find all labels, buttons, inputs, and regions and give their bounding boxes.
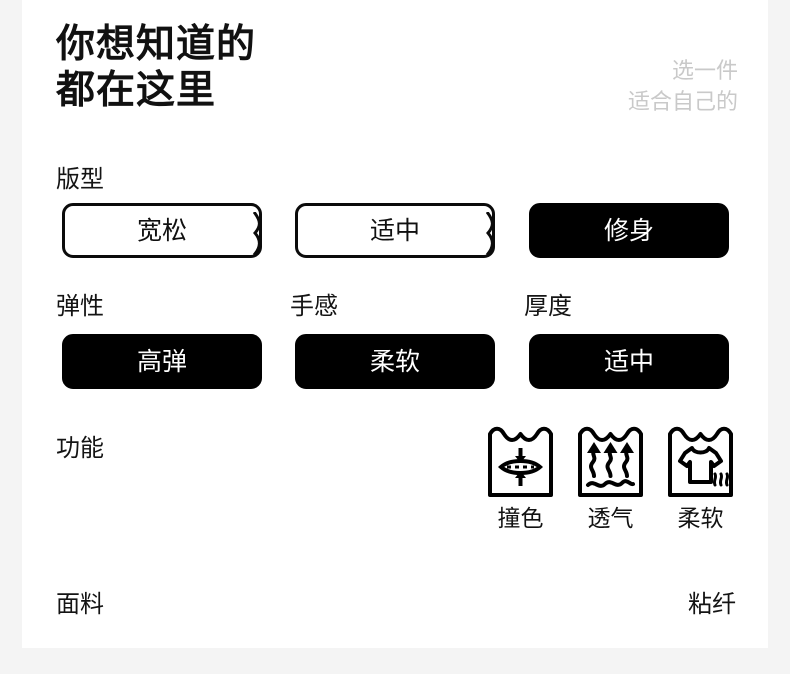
elasticity-label: 弹性 xyxy=(56,292,104,320)
page-title: 你想知道的 都在这里 xyxy=(56,22,256,114)
panel-header: 你想知道的 都在这里 选一件 适合自己的 xyxy=(22,0,768,150)
fit-option-regular[interactable]: 适中 xyxy=(295,203,495,258)
breathable-tub-icon xyxy=(578,426,643,497)
function-caption-colorfast: 撞色 xyxy=(497,506,544,532)
fabric-label: 面料 xyxy=(56,590,104,618)
function-icon-group: 撞色 透气 xyxy=(485,424,737,533)
thickness-value-chip[interactable]: 适中 xyxy=(529,334,729,389)
page-subtitle-line-1: 选一件 xyxy=(671,59,738,84)
handfeel-value-chip[interactable]: 柔软 xyxy=(295,334,495,389)
chip-edge-notch-icon xyxy=(720,212,729,255)
page-title-line-1: 你想知道的 xyxy=(56,22,257,67)
chip-edge-notch-icon xyxy=(253,343,262,386)
chip-edge-notch-icon xyxy=(486,343,495,386)
chip-edge-notch-icon xyxy=(486,212,494,255)
content-card: 你想知道的 都在这里 选一件 适合自己的 版型 宽松 适中 修身 xyxy=(22,0,768,648)
function-label: 功能 xyxy=(56,434,104,462)
chip-edge-notch-icon xyxy=(720,343,729,386)
chip-edge-notch-icon xyxy=(253,212,261,255)
fit-option-loose[interactable]: 宽松 xyxy=(62,203,262,258)
function-item-soft[interactable]: 柔软 xyxy=(665,424,736,533)
function-caption-soft: 柔软 xyxy=(677,506,724,532)
soft-shirt-tub-icon xyxy=(668,426,733,497)
fit-option-slim-label: 修身 xyxy=(603,216,654,245)
page-title-line-2: 都在这里 xyxy=(56,68,217,113)
elasticity-value-label: 高弹 xyxy=(136,347,187,376)
handfeel-value-label: 柔软 xyxy=(369,347,420,376)
fit-label: 版型 xyxy=(56,165,104,193)
page-subtitle-line-2: 适合自己的 xyxy=(627,90,738,115)
fit-option-regular-label: 适中 xyxy=(369,216,420,245)
fit-option-loose-label: 宽松 xyxy=(136,216,187,245)
thickness-value-label: 适中 xyxy=(603,347,654,376)
fit-option-slim[interactable]: 修身 xyxy=(529,203,729,258)
function-item-colorfast[interactable]: 撞色 xyxy=(485,424,556,533)
elasticity-value-chip[interactable]: 高弹 xyxy=(62,334,262,389)
handfeel-label: 手感 xyxy=(290,292,338,320)
page-subtitle: 选一件 适合自己的 xyxy=(628,56,738,118)
colorfast-tub-icon xyxy=(488,426,553,497)
function-caption-breathable: 透气 xyxy=(587,506,634,532)
function-item-breathable[interactable]: 透气 xyxy=(575,424,646,533)
fabric-value: 粘纤 xyxy=(688,590,736,618)
thickness-label: 厚度 xyxy=(524,292,572,320)
